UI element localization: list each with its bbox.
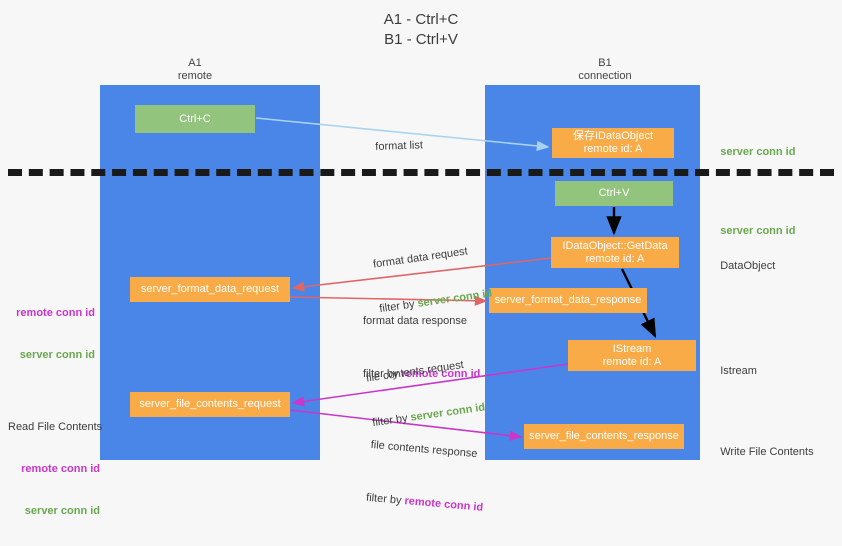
- edge-title: format list: [375, 139, 424, 153]
- filter-value: remote conn id: [401, 368, 481, 380]
- annotation-text: server conn id: [720, 225, 796, 237]
- edge-title: format data request: [372, 245, 469, 271]
- annotation-left-conn-ids: remote conn id server conn id: [10, 278, 95, 390]
- node-server-file-contents-response[interactable]: server_file_contents_response: [524, 424, 684, 449]
- diagram-canvas: A1 - Ctrl+C B1 - Ctrl+V A1 remote B1 con…: [8, 11, 834, 517]
- edge-label-format-data-response: format data response filter by remote co…: [363, 284, 480, 412]
- node-istream[interactable]: IStream remote id: A: [568, 340, 696, 371]
- connector-format-list: [255, 117, 550, 151]
- annotation-write-file-contents: Write File Contents: [708, 431, 814, 473]
- node-save-dataobject[interactable]: 保存IDataObject remote id: A: [552, 128, 674, 158]
- node-server-format-data-response[interactable]: server_format_data_response: [489, 288, 647, 313]
- swimlane-header-a1: A1 remote: [177, 57, 213, 82]
- node-idataobject-getdata[interactable]: IDataObject::GetData remote id: A: [551, 237, 679, 268]
- page-title: A1 - Ctrl+C B1 - Ctrl+V: [383, 11, 459, 48]
- annotation-text: server conn id: [720, 146, 796, 158]
- annotation-text: DataObject: [720, 260, 776, 272]
- connector-file-contents-request: [291, 363, 569, 407]
- annotation-server-conn-id: server conn id: [19, 349, 95, 361]
- filter-prefix: filter by: [365, 491, 406, 507]
- edge-filter: filter by remote conn id: [365, 491, 484, 516]
- swimlane-header-b1: B1 connection: [578, 57, 632, 82]
- edge-title: format data response: [363, 315, 467, 327]
- filter-prefix: filter by: [363, 368, 402, 380]
- annotation-server-conn-id-top: server conn id: [708, 131, 795, 173]
- phase-divider: [8, 169, 834, 176]
- annotation-heading: Read File Contents: [8, 421, 103, 433]
- edge-title: file contents response: [370, 438, 478, 461]
- annotation-server-conn-id: server conn id: [24, 505, 100, 517]
- node-server-file-contents-request[interactable]: server_file_contents_request: [130, 392, 290, 417]
- connector-format-data-response: [289, 295, 488, 306]
- edge-label-format-list: format list: [374, 108, 424, 185]
- connector-layer: [255, 117, 657, 441]
- node-server-format-data-request[interactable]: server_format_data_request: [130, 277, 290, 302]
- edge-filter: filter by remote conn id: [363, 367, 480, 382]
- annotation-server-conn-id-mid: server conn id: [708, 210, 795, 252]
- annotation-text: Istream: [720, 365, 757, 377]
- connector-file-contents-response: [289, 409, 523, 441]
- filter-value: remote conn id: [404, 495, 484, 514]
- node-ctrl-v[interactable]: Ctrl+V: [555, 181, 673, 206]
- annotation-text: Write File Contents: [720, 446, 814, 458]
- node-ctrl-c[interactable]: Ctrl+C: [135, 105, 255, 133]
- annotation-remote-conn-id: remote conn id: [16, 307, 95, 319]
- annotation-istream: Istream: [708, 350, 757, 392]
- annotation-dataobject: DataObject: [708, 245, 775, 287]
- connector-format-data-request: [291, 257, 552, 292]
- annotation-remote-conn-id: remote conn id: [21, 463, 100, 475]
- annotation-read-file-contents: Read File Contents remote conn id server…: [8, 392, 103, 546]
- edge-label-file-contents-response: file contents response filter by remote …: [363, 408, 491, 546]
- edge-title: file contents request: [365, 358, 465, 385]
